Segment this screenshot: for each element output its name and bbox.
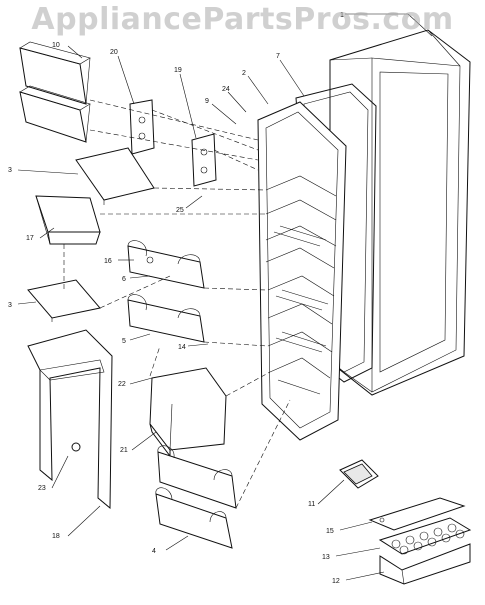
assembly-lines <box>63 99 291 509</box>
callout-6: 6 <box>122 276 126 283</box>
door-bin-5 <box>127 294 205 343</box>
callout-24: 24 <box>222 86 230 93</box>
door-bin-top-pair <box>19 41 91 143</box>
callout-23: 23 <box>38 485 46 492</box>
ice-cube-tray-small <box>339 459 379 489</box>
ice-tray-cover <box>368 497 466 531</box>
callout-17: 17 <box>26 235 34 242</box>
ice-cube-tray <box>378 517 472 555</box>
callout-3-lower: 3 <box>8 302 12 309</box>
callout-10: 10 <box>52 42 60 49</box>
callout-16: 16 <box>104 258 112 265</box>
callout-11: 11 <box>308 501 315 508</box>
callout-19: 19 <box>174 67 182 74</box>
callout-22: 22 <box>118 381 126 388</box>
hinge-bracket-right <box>191 133 217 187</box>
inner-door-liner <box>257 101 347 441</box>
callout-9: 9 <box>205 98 209 105</box>
callout-5-lower: 5 <box>122 338 126 345</box>
callout-1: 1 <box>340 12 344 19</box>
hinge-bracket-left <box>129 99 155 155</box>
callout-7: 7 <box>276 53 280 60</box>
callout-13: 13 <box>322 554 330 561</box>
door-bin-6 <box>127 240 205 289</box>
leader-lines <box>17 13 433 581</box>
dispenser-frame <box>27 329 113 510</box>
callout-20: 20 <box>110 49 118 56</box>
callout-25: 25 <box>176 207 184 214</box>
ice-bin <box>379 543 471 585</box>
callout-15: 15 <box>326 528 334 535</box>
watermark-logo: AppliancePartsPros.com <box>31 2 454 37</box>
door-bin-4 <box>155 487 233 549</box>
dairy-bin <box>35 195 101 245</box>
dispenser-cover <box>149 367 227 458</box>
callout-3-upper: 3 <box>8 167 12 174</box>
callout-18: 18 <box>52 533 60 540</box>
callout-4: 4 <box>152 548 156 555</box>
callout-2: 2 <box>242 70 246 77</box>
callout-labels: 1 2 7 9 24 10 20 19 25 3 17 3 16 6 5 14 … <box>8 12 344 585</box>
callout-14: 14 <box>178 344 186 351</box>
shelf-upper <box>75 147 155 205</box>
callout-21: 21 <box>120 447 128 454</box>
callout-12: 12 <box>332 578 340 585</box>
